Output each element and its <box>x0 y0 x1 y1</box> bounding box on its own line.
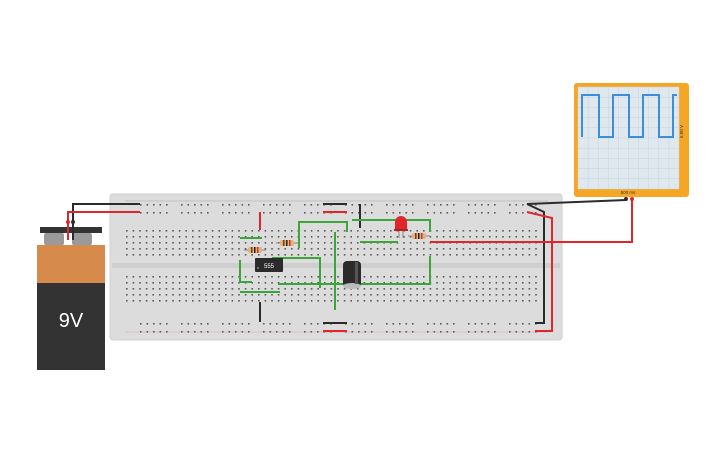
scope-ground-wire[interactable] <box>526 199 627 205</box>
scope-signal-terminal[interactable] <box>630 197 634 201</box>
right-rail-black-wire[interactable] <box>526 203 545 324</box>
right-rail-red-wire[interactable] <box>526 211 553 332</box>
battery-wires[interactable] <box>66 203 140 240</box>
battery-terminal-positive <box>72 233 92 245</box>
resistor-2[interactable] <box>276 240 298 246</box>
wire-green-3[interactable] <box>298 221 348 248</box>
scope-ground-terminal[interactable] <box>624 197 628 201</box>
scope-signal-wire[interactable] <box>430 200 633 243</box>
battery-voltage-label: 9V <box>59 310 84 332</box>
oscilloscope-time-label: 500 ms <box>621 190 637 195</box>
ic-555[interactable]: 555 <box>255 258 283 272</box>
battery-cap <box>40 227 102 233</box>
oscilloscope-voltage-label: 5.00 V <box>679 125 684 138</box>
battery-body <box>37 283 105 370</box>
battery-9v[interactable]: 9V <box>37 227 105 370</box>
battery-negative-wire[interactable] <box>72 203 140 240</box>
oscilloscope[interactable]: 5.00 V 500 ms <box>574 83 689 201</box>
wire-green-6[interactable] <box>278 256 431 285</box>
electrolytic-capacitor[interactable] <box>343 261 361 289</box>
oscilloscope-trace <box>581 94 677 138</box>
ic-555-label: 555 <box>264 264 275 270</box>
oscilloscope-wires[interactable] <box>430 199 633 243</box>
rail-jumpers[interactable] <box>323 203 553 332</box>
wire-green-8[interactable] <box>352 219 431 232</box>
battery-label-band <box>37 245 105 283</box>
battery-positive-wire[interactable] <box>67 211 140 240</box>
circuit-wires[interactable] <box>239 204 431 322</box>
wire-green-1[interactable] <box>239 260 252 283</box>
led-red[interactable] <box>394 216 408 238</box>
resistor-1[interactable] <box>244 247 266 253</box>
battery-terminal-negative <box>44 233 64 245</box>
resistor-3[interactable] <box>408 233 430 239</box>
wire-green-5[interactable] <box>272 257 321 288</box>
